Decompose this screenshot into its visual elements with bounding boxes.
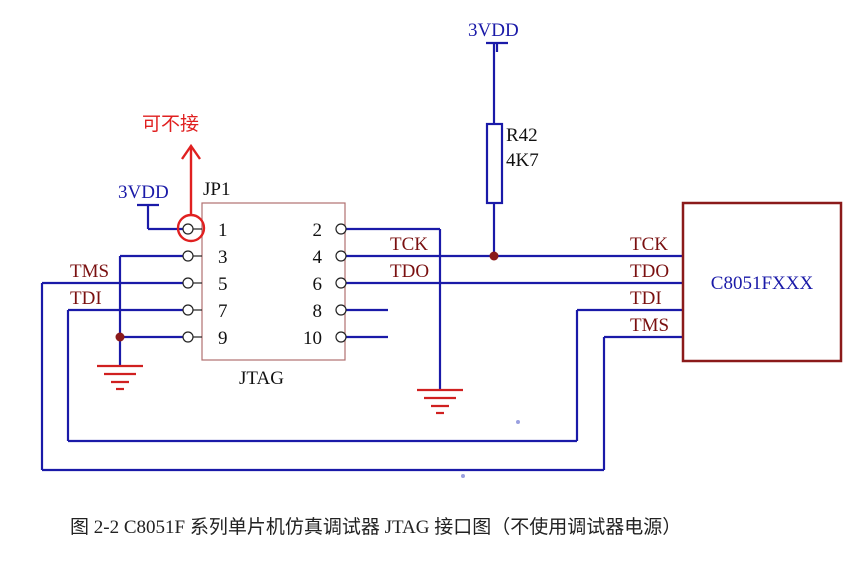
optional-annotation-label: 可不接 [142,113,199,135]
pin-6-circle [335,277,347,289]
pin-number: 1 [218,220,228,241]
pin-2-circle [335,223,347,235]
figure-caption: 图 2-2 C8051F 系列单片机仿真调试器 JTAG 接口图（不使用调试器电… [70,517,682,538]
pin-9-circle [182,331,194,343]
pin-number: 10 [303,328,322,349]
pin-number: 7 [218,301,228,322]
chip-pin-label: TDI [630,288,662,309]
chip-pin-label: TCK [630,234,668,255]
connector-pins [182,223,347,343]
net-tdo-label: TDO [390,261,429,282]
pin-3-circle [182,250,194,262]
wires [40,41,683,472]
connector-name-label: JTAG [239,368,284,389]
resistor-value-label: 4K7 [506,150,539,171]
resistor-r42 [485,122,504,205]
pin-number: 3 [218,247,228,268]
ground-right-icon [417,388,463,415]
pin-number: 9 [218,328,228,349]
pin-number: 6 [313,274,323,295]
ground-left-icon [97,364,143,391]
vdd-top-label: 3VDD [468,20,519,41]
chip-pin-label: TMS [630,315,669,336]
pin-number: 8 [313,301,323,322]
stray-dot [461,474,465,478]
stray-dot [516,420,520,424]
connector-ref-label: JP1 [203,179,230,200]
net-tck-label: TCK [390,234,428,255]
ground-symbols [97,364,463,415]
resistor-ref-label: R42 [506,125,538,146]
pin-5-circle [182,277,194,289]
pin-7-circle [182,304,194,316]
pin-number: 2 [313,220,323,241]
pin-number: 4 [313,247,323,268]
pin-8-circle [335,304,347,316]
chip-pin-label: TDO [630,261,669,282]
pin-10-circle [335,331,347,343]
chip-name-label: C8051FXXX [711,273,814,294]
chip-c8051-body [681,201,843,363]
tck-junction-dot [489,251,499,261]
net-tdi-label: TDI [70,288,102,309]
pin-1-circle [182,223,194,235]
ground-junction-dot [115,332,125,342]
annotation-arrow-head-icon [181,143,201,160]
vdd-left-label: 3VDD [118,182,169,203]
pin-number: 5 [218,274,228,295]
net-tms-label: TMS [70,261,109,282]
pin-4-circle [335,250,347,262]
optional-pin-annotation [176,143,206,243]
